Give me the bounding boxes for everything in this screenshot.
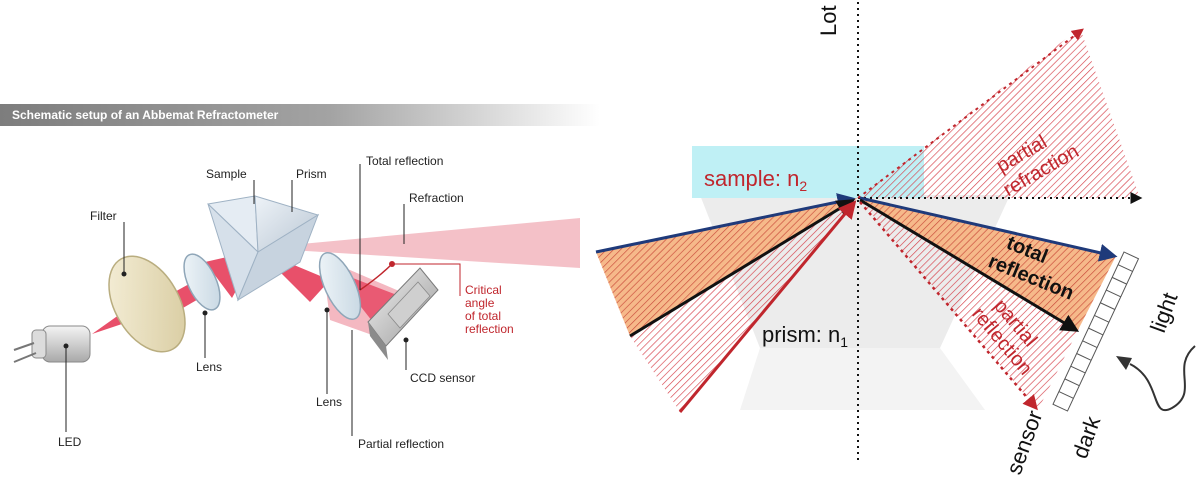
- label-critical-2: angle: [465, 296, 495, 310]
- label-sample-n2: sample: n2: [704, 166, 807, 194]
- refraction-geometry: Lot sample: n2 prism: n1 partial refract…: [595, 2, 1196, 478]
- refraction-beam: [258, 218, 580, 268]
- light-squiggle-head: [1116, 356, 1132, 370]
- label-total-reflection: Total reflection: [366, 154, 443, 168]
- label-lens-two: Lens: [316, 395, 342, 409]
- reflected-ray-black: [859, 198, 1080, 332]
- label-light: light: [1145, 289, 1182, 335]
- incident-ray-red: [678, 200, 857, 413]
- label-sample: Sample: [206, 167, 247, 181]
- reflected-orange-fan: [858, 198, 1116, 330]
- led-device: [13, 325, 91, 363]
- reflected-ray-navy: [859, 196, 1118, 262]
- banner-title: Schematic setup of an Abbemat Refractome…: [12, 108, 279, 122]
- prism-lower-shape: [740, 348, 985, 410]
- label-filter: Filter: [90, 209, 117, 223]
- lens-one: [183, 253, 221, 316]
- incident-red-fan: [630, 198, 858, 412]
- banner-bar: [0, 104, 600, 126]
- light-squiggle: [1129, 345, 1196, 412]
- label-ccd-sensor: CCD sensor: [410, 371, 475, 385]
- label-critical-1: Critical: [465, 283, 502, 297]
- lens-two: [318, 252, 362, 320]
- label-refraction: Refraction: [409, 191, 464, 205]
- reflected-red-fan: [858, 198, 1078, 410]
- incident-ray-navy: [595, 193, 856, 254]
- label-lens-one: Lens: [196, 360, 222, 374]
- sensor-strip: [1052, 251, 1140, 412]
- incident-ray-black: [629, 199, 856, 338]
- leader-lines: [65, 164, 407, 436]
- refraction-edge-line: [857, 28, 1084, 199]
- filter-disc: [108, 255, 186, 353]
- reflected-ray-red: [859, 201, 1038, 411]
- label-prism-n1: prism: n1: [762, 322, 848, 350]
- label-sensor: sensor: [1001, 407, 1047, 478]
- critical-angle-leader: [392, 263, 461, 296]
- abbemat-schematic: Schematic setup of an Abbemat Refractome…: [0, 104, 600, 451]
- label-critical-4: reflection: [465, 322, 514, 336]
- prism-block: [206, 195, 320, 302]
- label-critical-3: of total: [465, 309, 501, 323]
- label-dark: dark: [1067, 412, 1105, 462]
- ccd-sensor-device: [367, 267, 439, 360]
- label-lot: Lot: [816, 5, 841, 36]
- label-led: LED: [58, 435, 82, 449]
- partial-refraction-area: [858, 28, 1140, 198]
- incident-orange-fan: [596, 198, 858, 336]
- label-prism: Prism: [296, 167, 327, 181]
- label-partial-reflection: Partial reflection: [358, 437, 444, 451]
